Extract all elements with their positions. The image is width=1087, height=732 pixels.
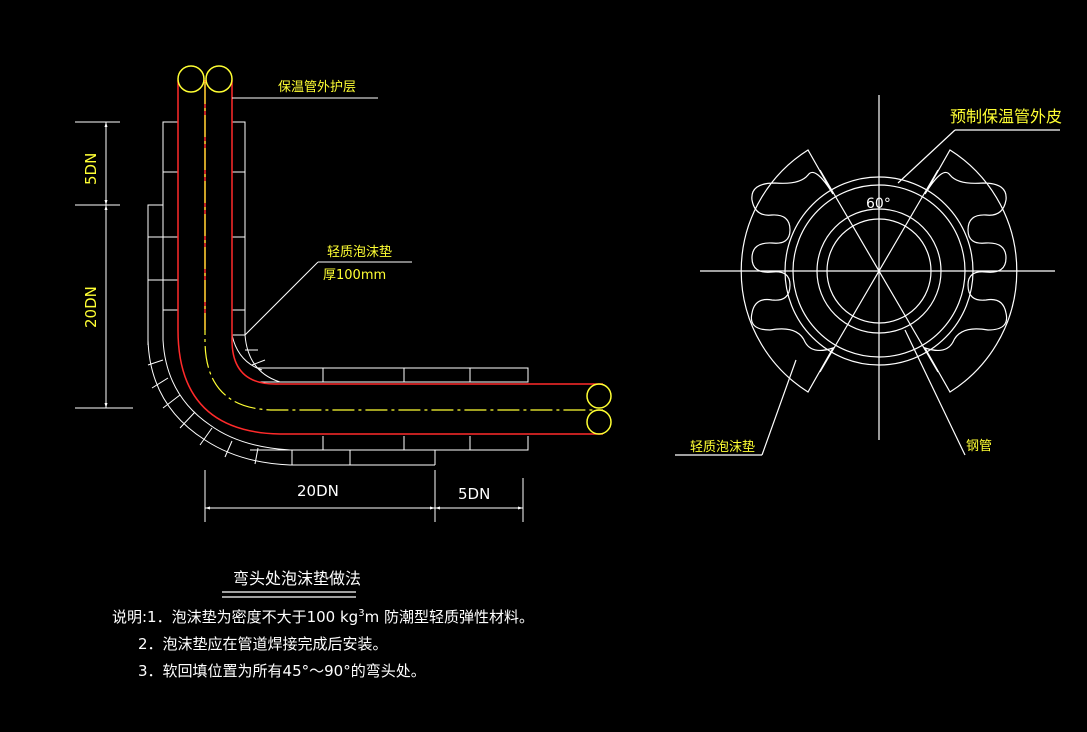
section-view xyxy=(675,95,1060,456)
drawing-title: 弯头处泡沫垫做法 xyxy=(233,569,361,588)
dim-horizontal-left-text: 20DN xyxy=(297,482,339,500)
horizontal-dimension xyxy=(204,470,524,522)
label-foam-pad-line2: 厚100mm xyxy=(323,268,386,283)
note-line-2: 2．泡沫垫应在管道焊接完成后安装。 xyxy=(138,635,388,653)
leader-foam-pad xyxy=(244,261,412,336)
note-1-prefix: 说明:1．泡沫垫为密度不大于100 kg xyxy=(112,608,359,626)
label-outer-jacket: 保温管外护层 xyxy=(278,80,356,95)
foam-pad-blocks xyxy=(147,121,529,466)
vertical-dimension xyxy=(75,121,133,409)
dim-vertical-upper-text: 5DN xyxy=(82,153,100,185)
dim-horizontal-right-text: 5DN xyxy=(458,485,490,503)
label-foam-pad-line1: 轻质泡沫垫 xyxy=(327,244,392,260)
label-section-foam-pad: 轻质泡沫垫 xyxy=(690,439,755,455)
label-angle: 60° xyxy=(866,196,891,212)
note-line-3: 3．软回填位置为所有45°～90°的弯头处。 xyxy=(138,662,426,680)
note-1-unit: m xyxy=(364,608,380,626)
elbow-view: 5DN 20DN 20DN 5DN 保温管外护层 轻质泡沫垫 厚100mm xyxy=(75,65,612,522)
note-1-sup: 3 xyxy=(358,608,365,619)
note-line-1: 说明:1．泡沫垫为密度不大于100 kg3m 防潮型轻质弹性材料。 xyxy=(112,600,534,631)
pipe-centerline xyxy=(204,82,603,411)
note-1-suffix: 防潮型轻质弹性材料。 xyxy=(379,608,534,626)
label-prefab-jacket: 预制保温管外皮 xyxy=(950,107,1062,126)
notes-block: 说明:1．泡沫垫为密度不大于100 kg3m 防潮型轻质弹性材料。 2．泡沫垫应… xyxy=(112,600,534,685)
pipe-end-circles xyxy=(177,65,612,435)
label-steel-pipe: 钢管 xyxy=(966,439,992,454)
dim-vertical-lower-text: 20DN xyxy=(82,286,100,328)
